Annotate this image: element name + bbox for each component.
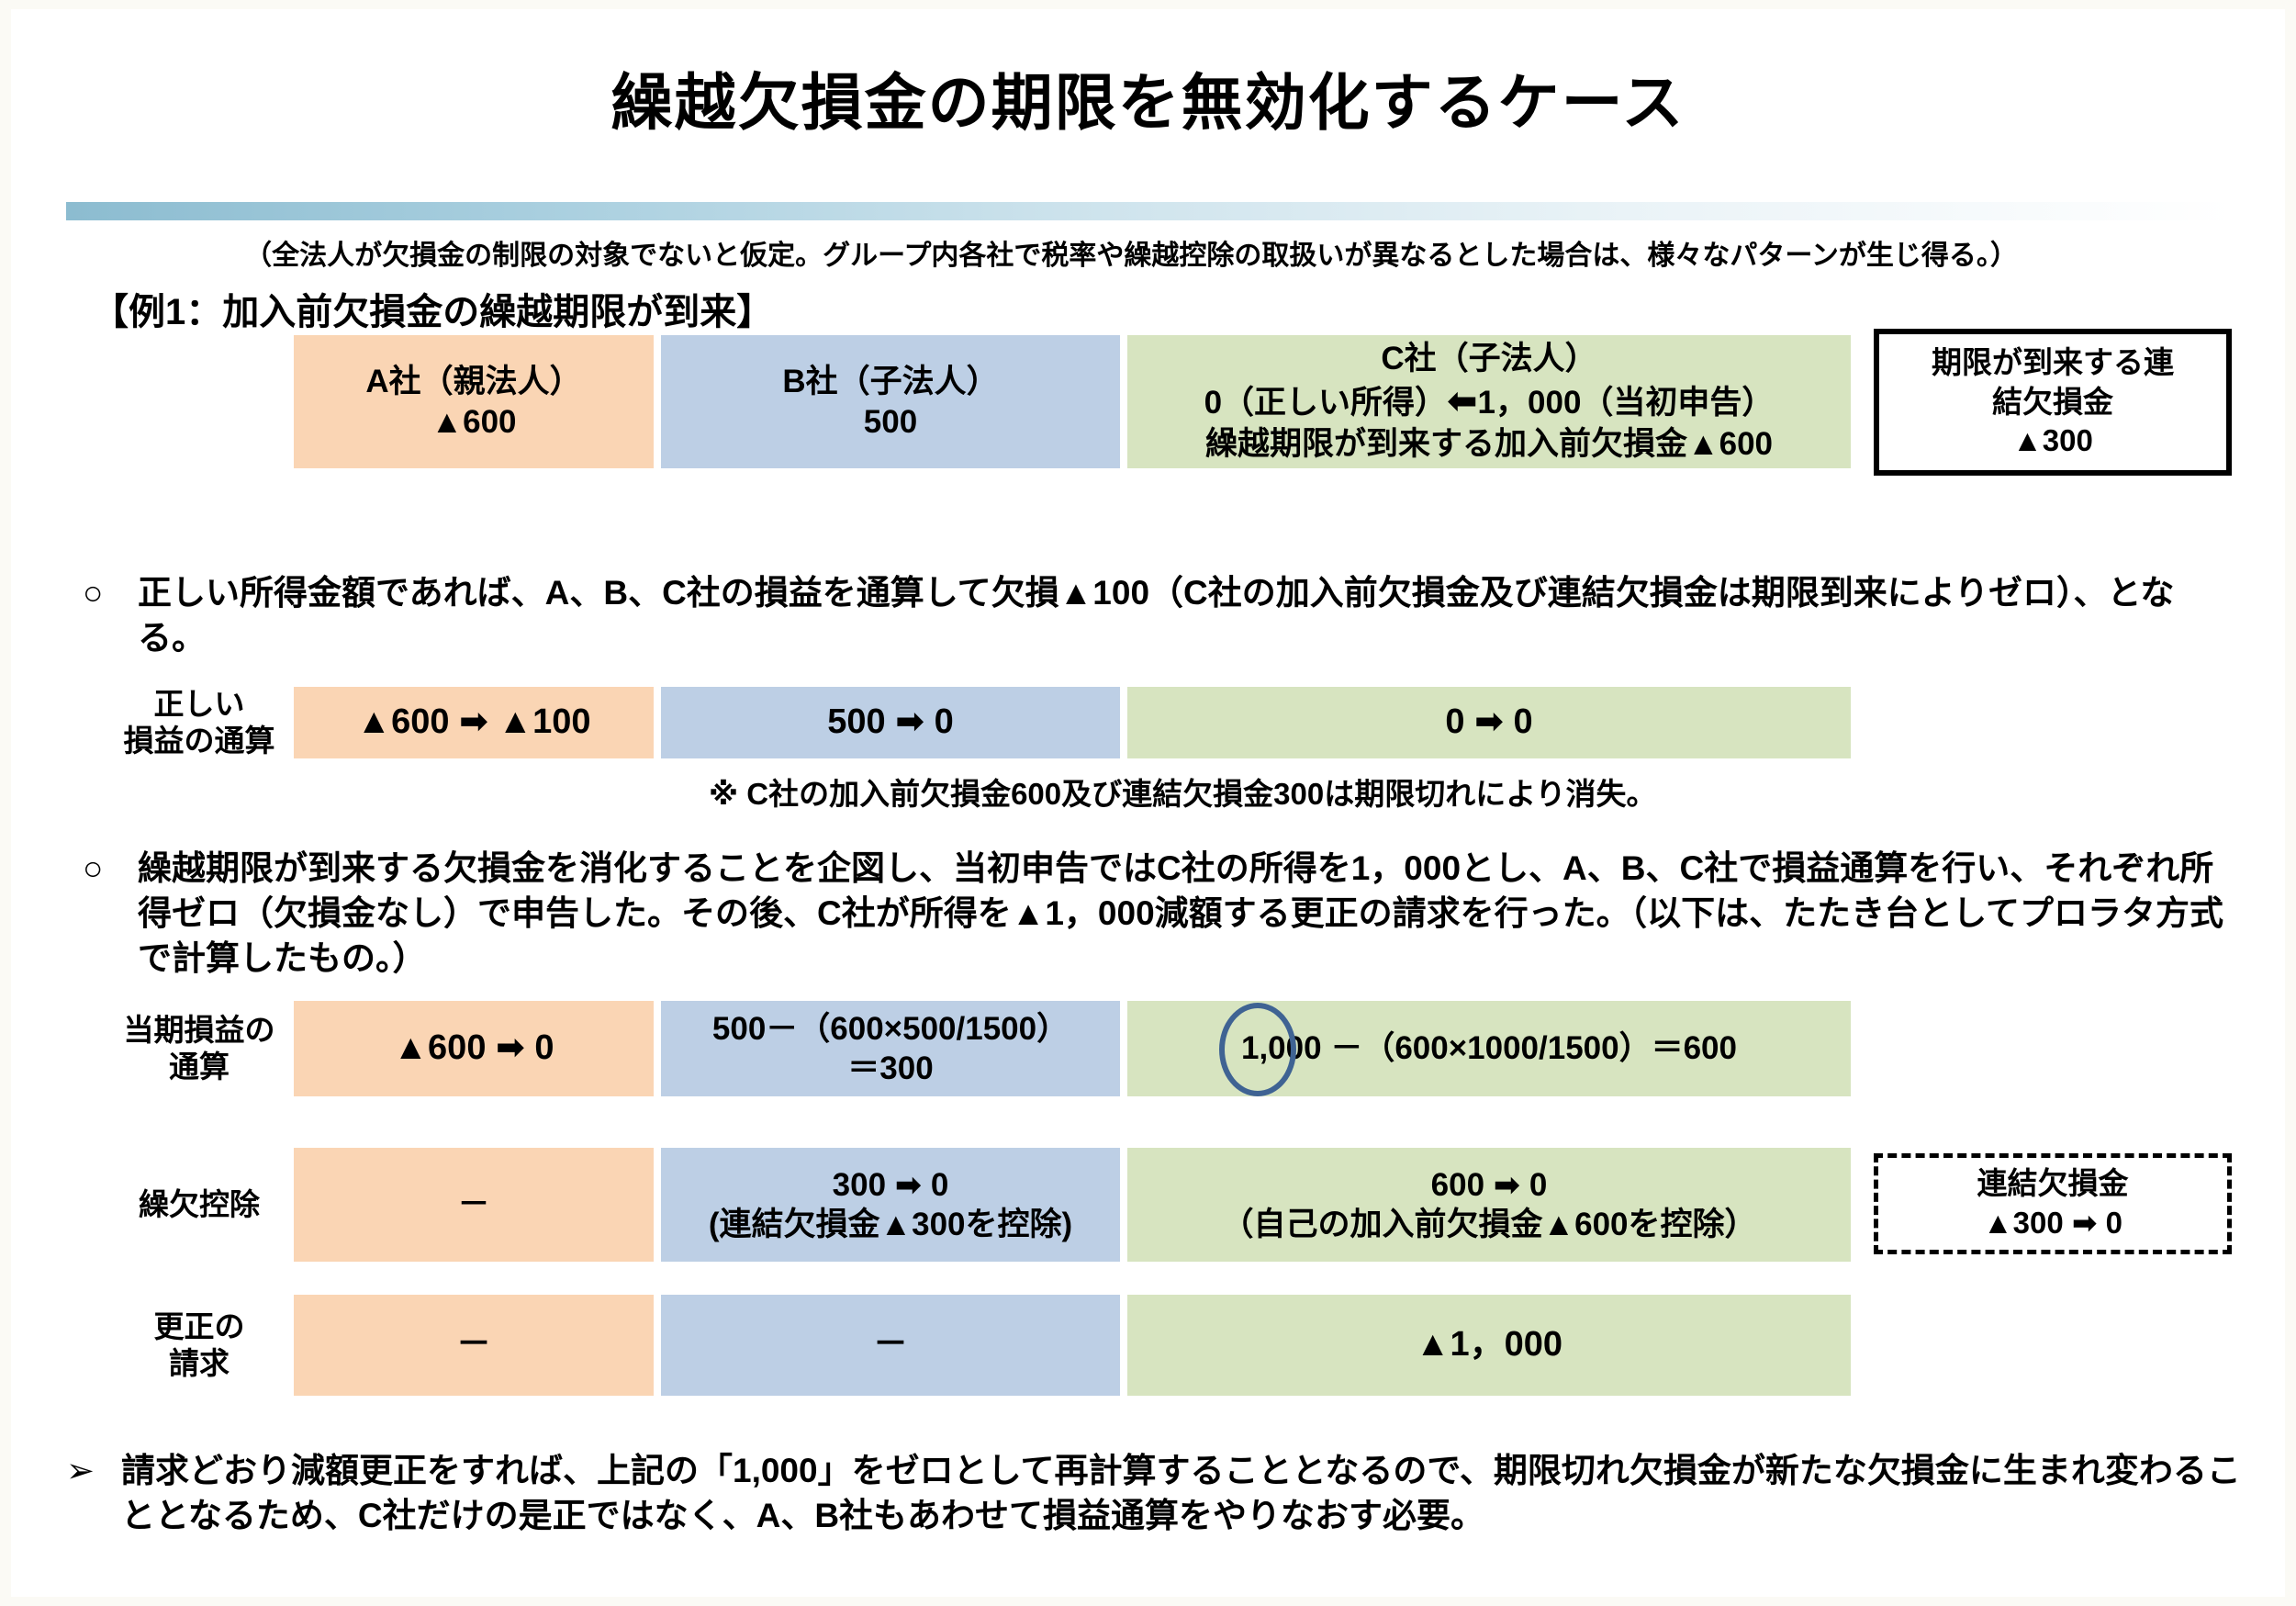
company-c-name: C社（子法人） bbox=[1381, 341, 1597, 377]
bullet-2-text: 繰越期限が到来する欠損金を消化することを企図し、当初申告ではC社の所得を1，00… bbox=[138, 849, 2224, 977]
company-c-header-box: C社（子法人） 0（正しい所得）⬅1，000（当初申告） 繰越期限が到来する加入… bbox=[1127, 335, 1851, 468]
row-claim-value-b: － bbox=[872, 1325, 908, 1365]
row-deduction-value-a: － bbox=[457, 1186, 490, 1223]
row-current-value-b-line2: ＝300 bbox=[847, 1050, 934, 1086]
row-label-claim-line1: 更正の bbox=[153, 1309, 245, 1344]
bullet-1-text: 正しい所得金額であれば、A、B、C社の損益を通算して欠損▲100（C社の加入前欠… bbox=[138, 574, 2175, 657]
row-current-value-b-line1: 500－（600×500/1500） bbox=[711, 1010, 1070, 1047]
row-correct-cell-c: 0 ➡ 0 bbox=[1127, 687, 1851, 758]
slide-canvas: 繰越欠損金の期限を無効化するケース （全法人が欠損金の制限の対象でないと仮定。グ… bbox=[11, 9, 2285, 1597]
row-label-current-offset: 当期損益の 通算 bbox=[107, 1001, 291, 1096]
row-label-deduction: 繰欠控除 bbox=[107, 1148, 291, 1262]
row-deduction-value-b-line1: 300 ➡ 0 bbox=[832, 1166, 949, 1203]
company-c-correct-income: 0（正しい所得） bbox=[1204, 384, 1448, 421]
row-deduction-cell-c: 600 ➡ 0 （自己の加入前欠損金▲600を控除） bbox=[1127, 1148, 1851, 1262]
row-correct-value-b: 500 ➡ 0 bbox=[827, 702, 954, 742]
row-claim-cell-b: － bbox=[661, 1295, 1120, 1396]
dashed-box-line1: 連結欠損金 bbox=[1977, 1166, 2129, 1201]
company-c-preentry-loss: 繰越期限が到来する加入前欠損金▲600 bbox=[1204, 426, 1774, 463]
row-label-claim-line2: 請求 bbox=[169, 1346, 230, 1380]
company-b-value: 500 bbox=[863, 403, 918, 440]
row-claim-cell-c: ▲1，000 bbox=[1127, 1295, 1851, 1396]
row-deduction-cell-b: 300 ➡ 0 (連結欠損金▲300を控除) bbox=[661, 1148, 1120, 1262]
footnote-expired-losses: ※ C社の加入前欠損金600及び連結欠損金300は期限切れにより消失。 bbox=[709, 777, 1657, 811]
row-current-cell-c: 1,000 －（600×1000/1500）＝600 bbox=[1127, 1001, 1851, 1096]
bullet-marker-circle-icon: ○ bbox=[83, 574, 104, 612]
row-correct-value-a: ▲600 ➡ ▲100 bbox=[356, 702, 591, 742]
consolidated-loss-dashed-box: 連結欠損金 ▲300 ➡ 0 bbox=[1874, 1153, 2232, 1254]
carry-box-line2: 結欠損金 bbox=[1992, 384, 2113, 419]
row-current-value-a: ▲600 ➡ 0 bbox=[393, 1028, 554, 1068]
row-correct-cell-a: ▲600 ➡ ▲100 bbox=[294, 687, 654, 758]
row-label-correct-offset: 正しい 損益の通算 bbox=[107, 687, 291, 758]
expiring-consolidated-loss-box: 期限が到来する連 結欠損金 ▲300 bbox=[1874, 329, 2232, 476]
dashed-box-line2: ▲300 ➡ 0 bbox=[1982, 1206, 2123, 1240]
row-claim-value-a: － bbox=[455, 1325, 491, 1365]
bullet-paragraph-1: ○ 正しい所得金額であれば、A、B、C社の損益を通算して欠損▲100（C社の加入… bbox=[83, 571, 2231, 661]
accent-bar bbox=[66, 202, 2233, 220]
bullet-paragraph-3: ➢ 請求どおり減額更正をすれば、上記の「1,000」をゼロとして再計算することと… bbox=[66, 1449, 2251, 1539]
company-a-header-box: A社（親法人） ▲600 bbox=[294, 335, 654, 468]
row-label-correct-line1: 正しい bbox=[153, 687, 245, 722]
row-label-claim: 更正の 請求 bbox=[107, 1295, 291, 1396]
row-deduction-value-c-line1: 600 ➡ 0 bbox=[1430, 1166, 1548, 1203]
bullet-marker-arrow-icon: ➢ bbox=[66, 1452, 95, 1489]
row-label-correct-line2: 損益の通算 bbox=[123, 724, 275, 758]
bullet-3-text: 請求どおり減額更正をすれば、上記の「1,000」をゼロとして再計算することとなる… bbox=[121, 1452, 2241, 1534]
company-a-value: ▲600 bbox=[431, 403, 517, 440]
row-correct-cell-b: 500 ➡ 0 bbox=[661, 687, 1120, 758]
row-label-current-line2: 通算 bbox=[169, 1050, 230, 1084]
row-label-deduction-line1: 繰欠控除 bbox=[139, 1187, 260, 1222]
row-deduction-value-b-line2: (連結欠損金▲300を控除) bbox=[708, 1207, 1073, 1242]
company-a-name: A社（親法人） bbox=[365, 364, 582, 400]
row-label-current-line1: 当期損益の bbox=[123, 1013, 275, 1048]
row-current-value-c: 1,000 －（600×1000/1500）＝600 bbox=[1241, 1028, 1737, 1068]
row-claim-cell-a: － bbox=[294, 1295, 654, 1396]
company-b-header-box: B社（子法人） 500 bbox=[661, 335, 1120, 468]
company-b-name: B社（子法人） bbox=[782, 364, 999, 400]
left-arrow-icon: ⬅ bbox=[1447, 380, 1478, 421]
assumption-note: （全法人が欠損金の制限の対象でないと仮定。グループ内各社で税率や繰越控除の取扱い… bbox=[244, 241, 2018, 271]
circled-value-1000: 1,000 bbox=[1240, 1030, 1322, 1067]
carry-box-line1: 期限が到来する連 bbox=[1932, 344, 2174, 379]
company-c-initial-filing: 1，000（当初申告） bbox=[1477, 384, 1775, 421]
row-deduction-value-c-line2: （自己の加入前欠損金▲600を控除） bbox=[1221, 1207, 1757, 1242]
bullet-marker-circle-icon-2: ○ bbox=[83, 849, 104, 887]
row-deduction-cell-a: － bbox=[294, 1148, 654, 1262]
row-current-c-formula: －（600×1000/1500）＝600 bbox=[1330, 1030, 1737, 1067]
page-title: 繰越欠損金の期限を無効化するケース bbox=[610, 69, 1686, 138]
company-c-income-line: 0（正しい所得）⬅1，000（当初申告） bbox=[1204, 379, 1775, 425]
row-correct-value-c: 0 ➡ 0 bbox=[1445, 702, 1533, 742]
carry-box-line3: ▲300 bbox=[2012, 423, 2093, 458]
example-heading: 【例1：加入前欠損金の繰越期限が到来】 bbox=[92, 292, 774, 332]
row-current-cell-b: 500－（600×500/1500） ＝300 bbox=[661, 1001, 1120, 1096]
row-current-cell-a: ▲600 ➡ 0 bbox=[294, 1001, 654, 1096]
bullet-paragraph-2: ○ 繰越期限が到来する欠損金を消化することを企図し、当初申告ではC社の所得を1，… bbox=[83, 847, 2231, 981]
row-claim-value-c: ▲1，000 bbox=[1415, 1325, 1563, 1365]
